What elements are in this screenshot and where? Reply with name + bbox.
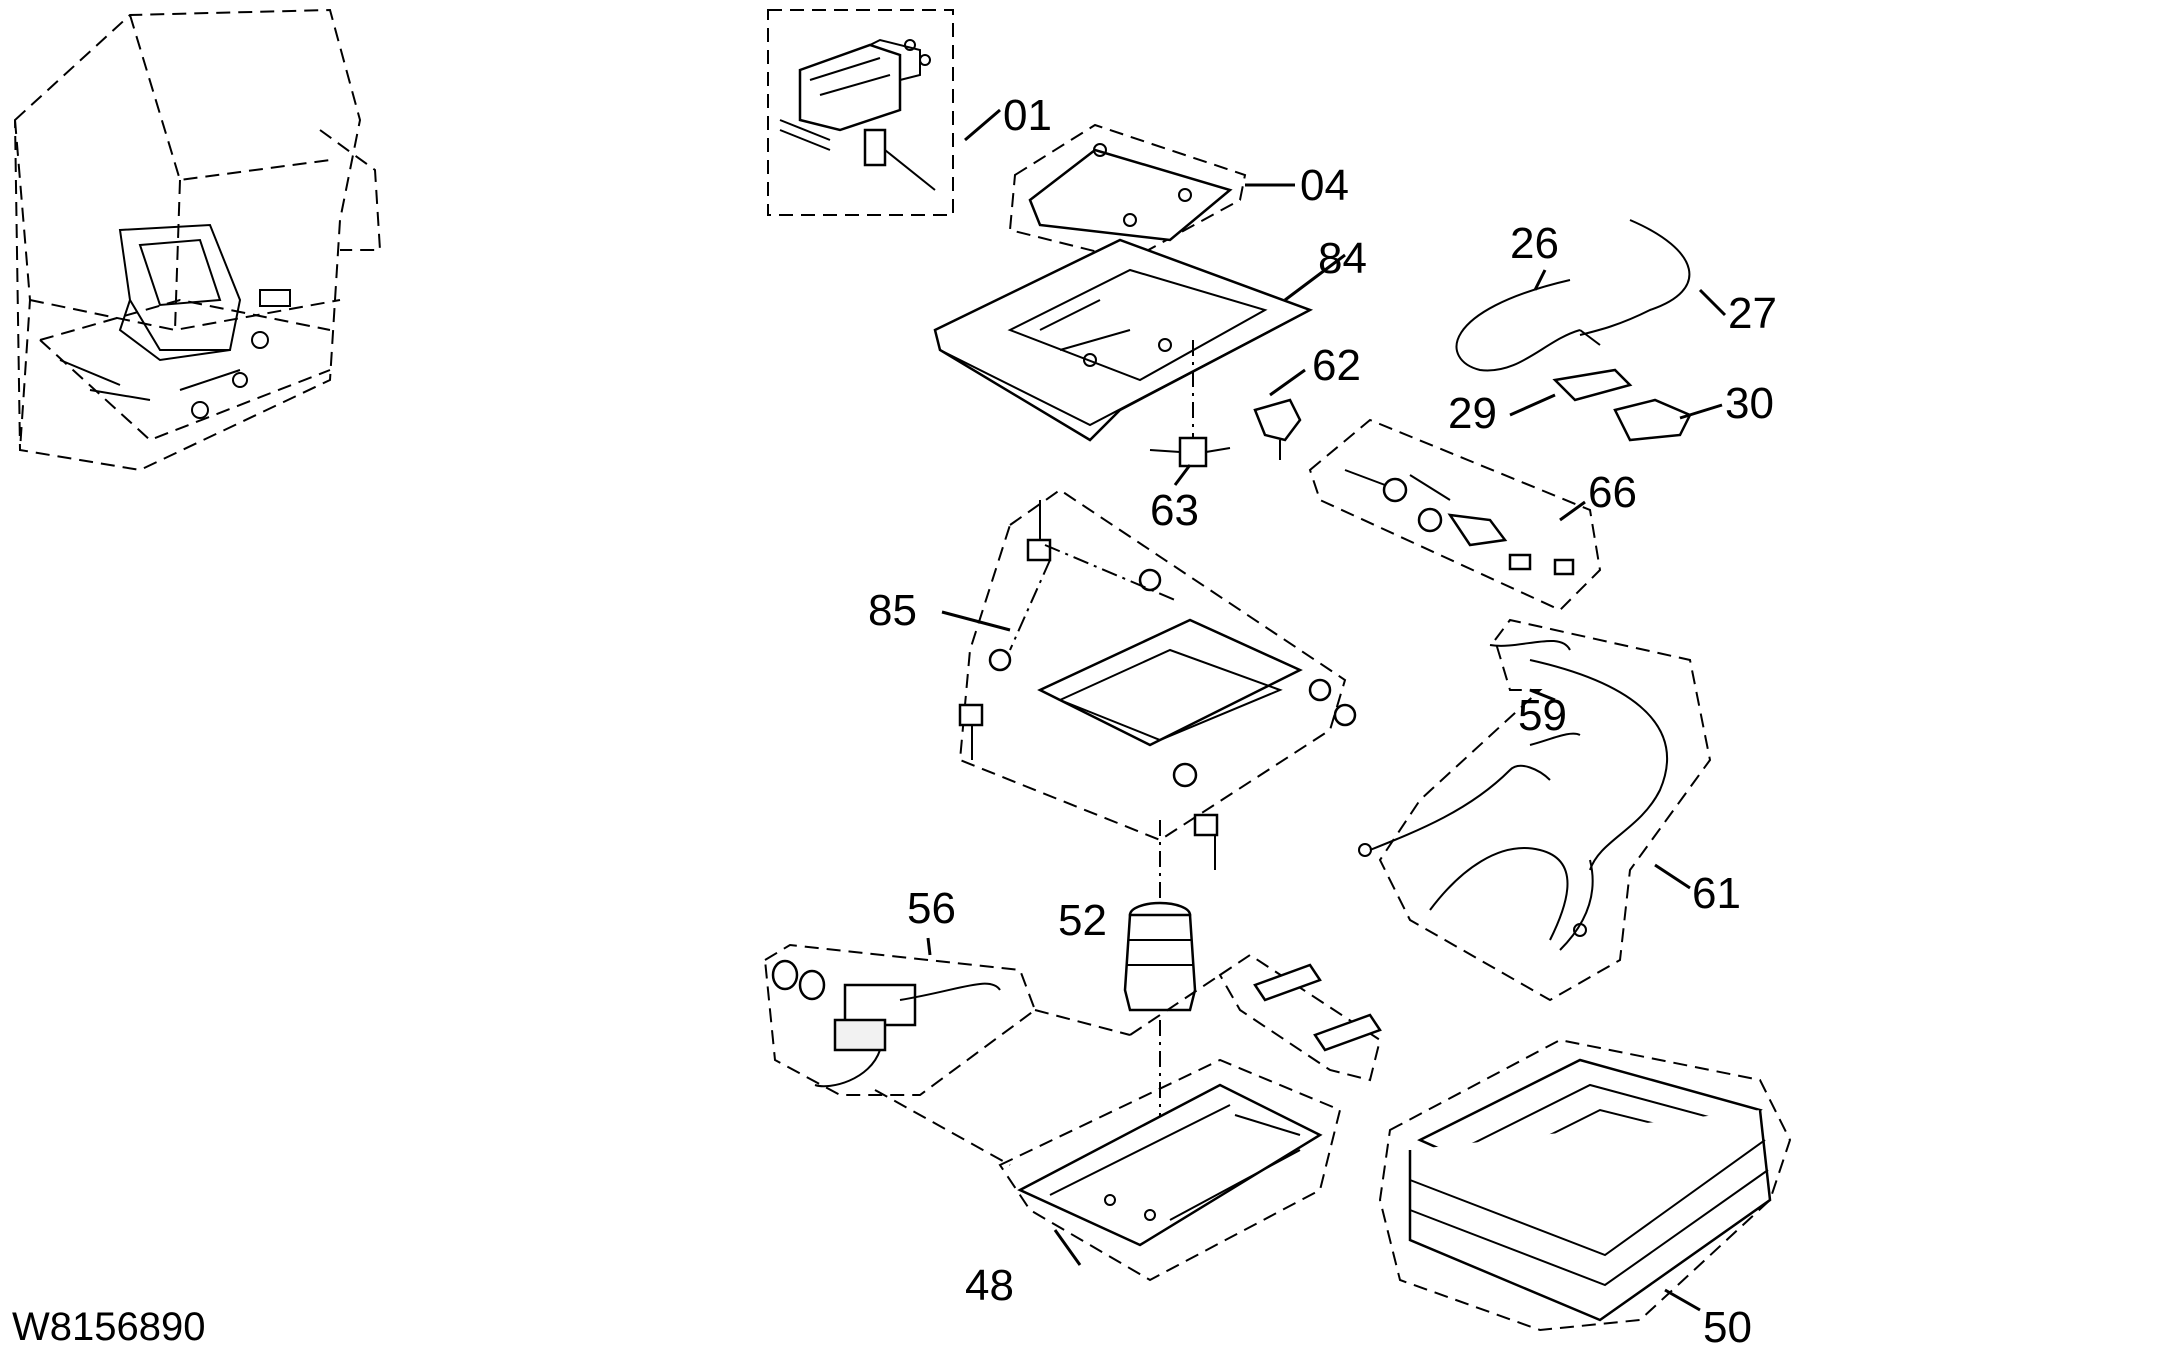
part-61-wiring-harness: [1358, 618, 1712, 1002]
part-48-base-plate: [998, 1058, 1342, 1282]
callout-01: 01: [1003, 91, 1052, 140]
part-50-bellows: [1378, 1038, 1792, 1332]
part-85-suspension: [958, 488, 1357, 870]
part-62-bracket: [1253, 398, 1302, 460]
callout-04: 04: [1300, 161, 1349, 210]
callout-labels: 01 04 84 62 63 26 27 29 30 66 85 59 61 5…: [868, 91, 1777, 1352]
part-59-harness-branch: [1489, 640, 1581, 746]
part-01-lever-assembly: [767, 9, 954, 216]
callout-85: 85: [868, 586, 917, 635]
side-bracket-parts: [1218, 953, 1382, 1082]
part-56-compressor: [763, 943, 1037, 1096]
callout-27: 27: [1728, 289, 1777, 338]
callout-61: 61: [1692, 869, 1741, 918]
part-84-seat-frame: [933, 238, 1314, 442]
callout-62: 62: [1312, 341, 1361, 390]
part-66-control-assembly: [1308, 418, 1602, 612]
callout-66: 66: [1588, 468, 1637, 517]
callout-56: 56: [907, 884, 956, 933]
part-52-air-spring: [1123, 820, 1197, 1200]
cab-overview-drawing: [13, 8, 382, 472]
callout-63: 63: [1150, 486, 1199, 535]
part-30-pad: [1613, 398, 1692, 442]
part-04-cover-plate: [1008, 123, 1247, 262]
assembly-guide-lines: [874, 544, 1221, 1166]
part-26-27-cables: [1455, 219, 1691, 372]
callout-30: 30: [1725, 379, 1774, 428]
leader-lines: [926, 108, 1727, 1312]
part-29-lever: [1552, 368, 1633, 402]
callout-50: 50: [1703, 1303, 1752, 1352]
callout-52: 52: [1058, 896, 1107, 945]
callout-84: 84: [1318, 234, 1367, 283]
callout-29: 29: [1448, 389, 1497, 438]
drawing-number: W8156890: [12, 1305, 205, 1349]
part-63-valve: [1149, 340, 1231, 468]
callout-26: 26: [1510, 219, 1559, 268]
callout-48: 48: [965, 1261, 1014, 1310]
callout-59: 59: [1518, 691, 1567, 740]
